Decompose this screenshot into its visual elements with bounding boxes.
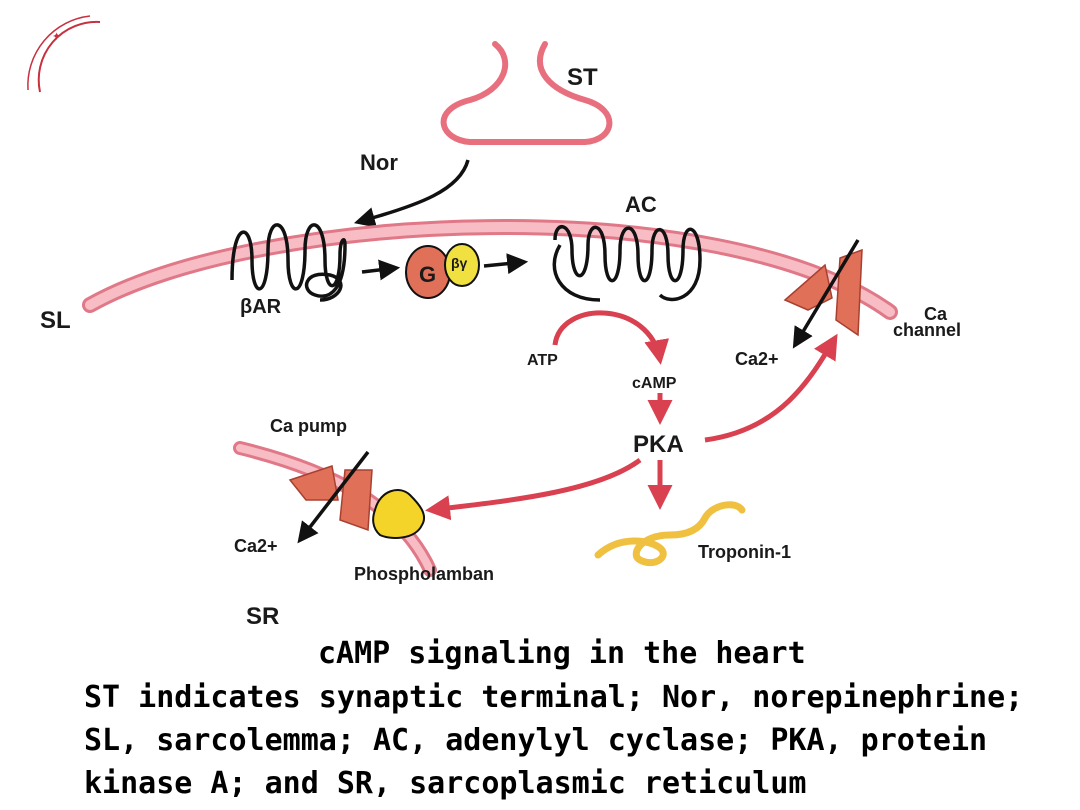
caption-title: cAMP signaling in the heart	[318, 636, 806, 671]
synaptic-terminal	[440, 41, 613, 145]
label-camp: cAMP	[632, 375, 677, 392]
beta-gamma-subunit	[444, 243, 480, 287]
label-g: G	[419, 262, 436, 287]
nor-arrow	[353, 159, 470, 228]
label-troponin: Troponin-1	[698, 542, 791, 562]
label-ca2-left: Ca2+	[234, 536, 278, 556]
label-ac: AC	[625, 192, 657, 217]
label-atp: ATP	[527, 352, 558, 369]
adenylyl-cyclase	[553, 225, 702, 302]
label-bar: βAR	[240, 296, 282, 318]
svg-text:✦: ✦	[52, 30, 61, 43]
label-st: ST	[567, 64, 598, 91]
phospholamban-shape	[372, 489, 426, 539]
caption-line-3: kinase A; and SR, sarcoplasmic reticulum	[84, 766, 807, 801]
ca-channel	[783, 248, 863, 337]
ca-pump	[288, 465, 373, 532]
label-sr: SR	[246, 603, 279, 630]
label-nor: Nor	[360, 150, 398, 175]
label-bg: βγ	[451, 255, 468, 271]
label-ca2-right: Ca2+	[735, 349, 779, 369]
caption-body: ST indicates synaptic terminal; Nor, nor…	[0, 676, 1080, 805]
pka-to-channel-arrow	[704, 333, 838, 443]
atp-to-camp-arrow	[552, 310, 670, 365]
caption-line-2: SL, sarcolemma; AC, adenylyl cyclase; PK…	[84, 723, 988, 758]
pka-to-phospholamban-arrow	[425, 457, 642, 521]
label-ca-pump: Ca pump	[270, 416, 347, 436]
label-phospholamban: Phospholamban	[354, 564, 494, 584]
beta-adrenergic-receptor	[230, 223, 347, 302]
label-pka: PKA	[633, 431, 684, 458]
label-ca-channel-1: Ca	[924, 304, 948, 324]
caption-line-1: ST indicates synaptic terminal; Nor, nor…	[84, 680, 1024, 715]
camp-signaling-diagram: ✦ ST Nor SL βAR G βγ AC ATP cAMP PKA Ca …	[27, 15, 962, 630]
label-sl: SL	[40, 307, 71, 334]
troponin-shape	[594, 501, 746, 567]
university-logo: ✦	[27, 15, 101, 93]
label-ca-channel-2: channel	[893, 320, 961, 340]
